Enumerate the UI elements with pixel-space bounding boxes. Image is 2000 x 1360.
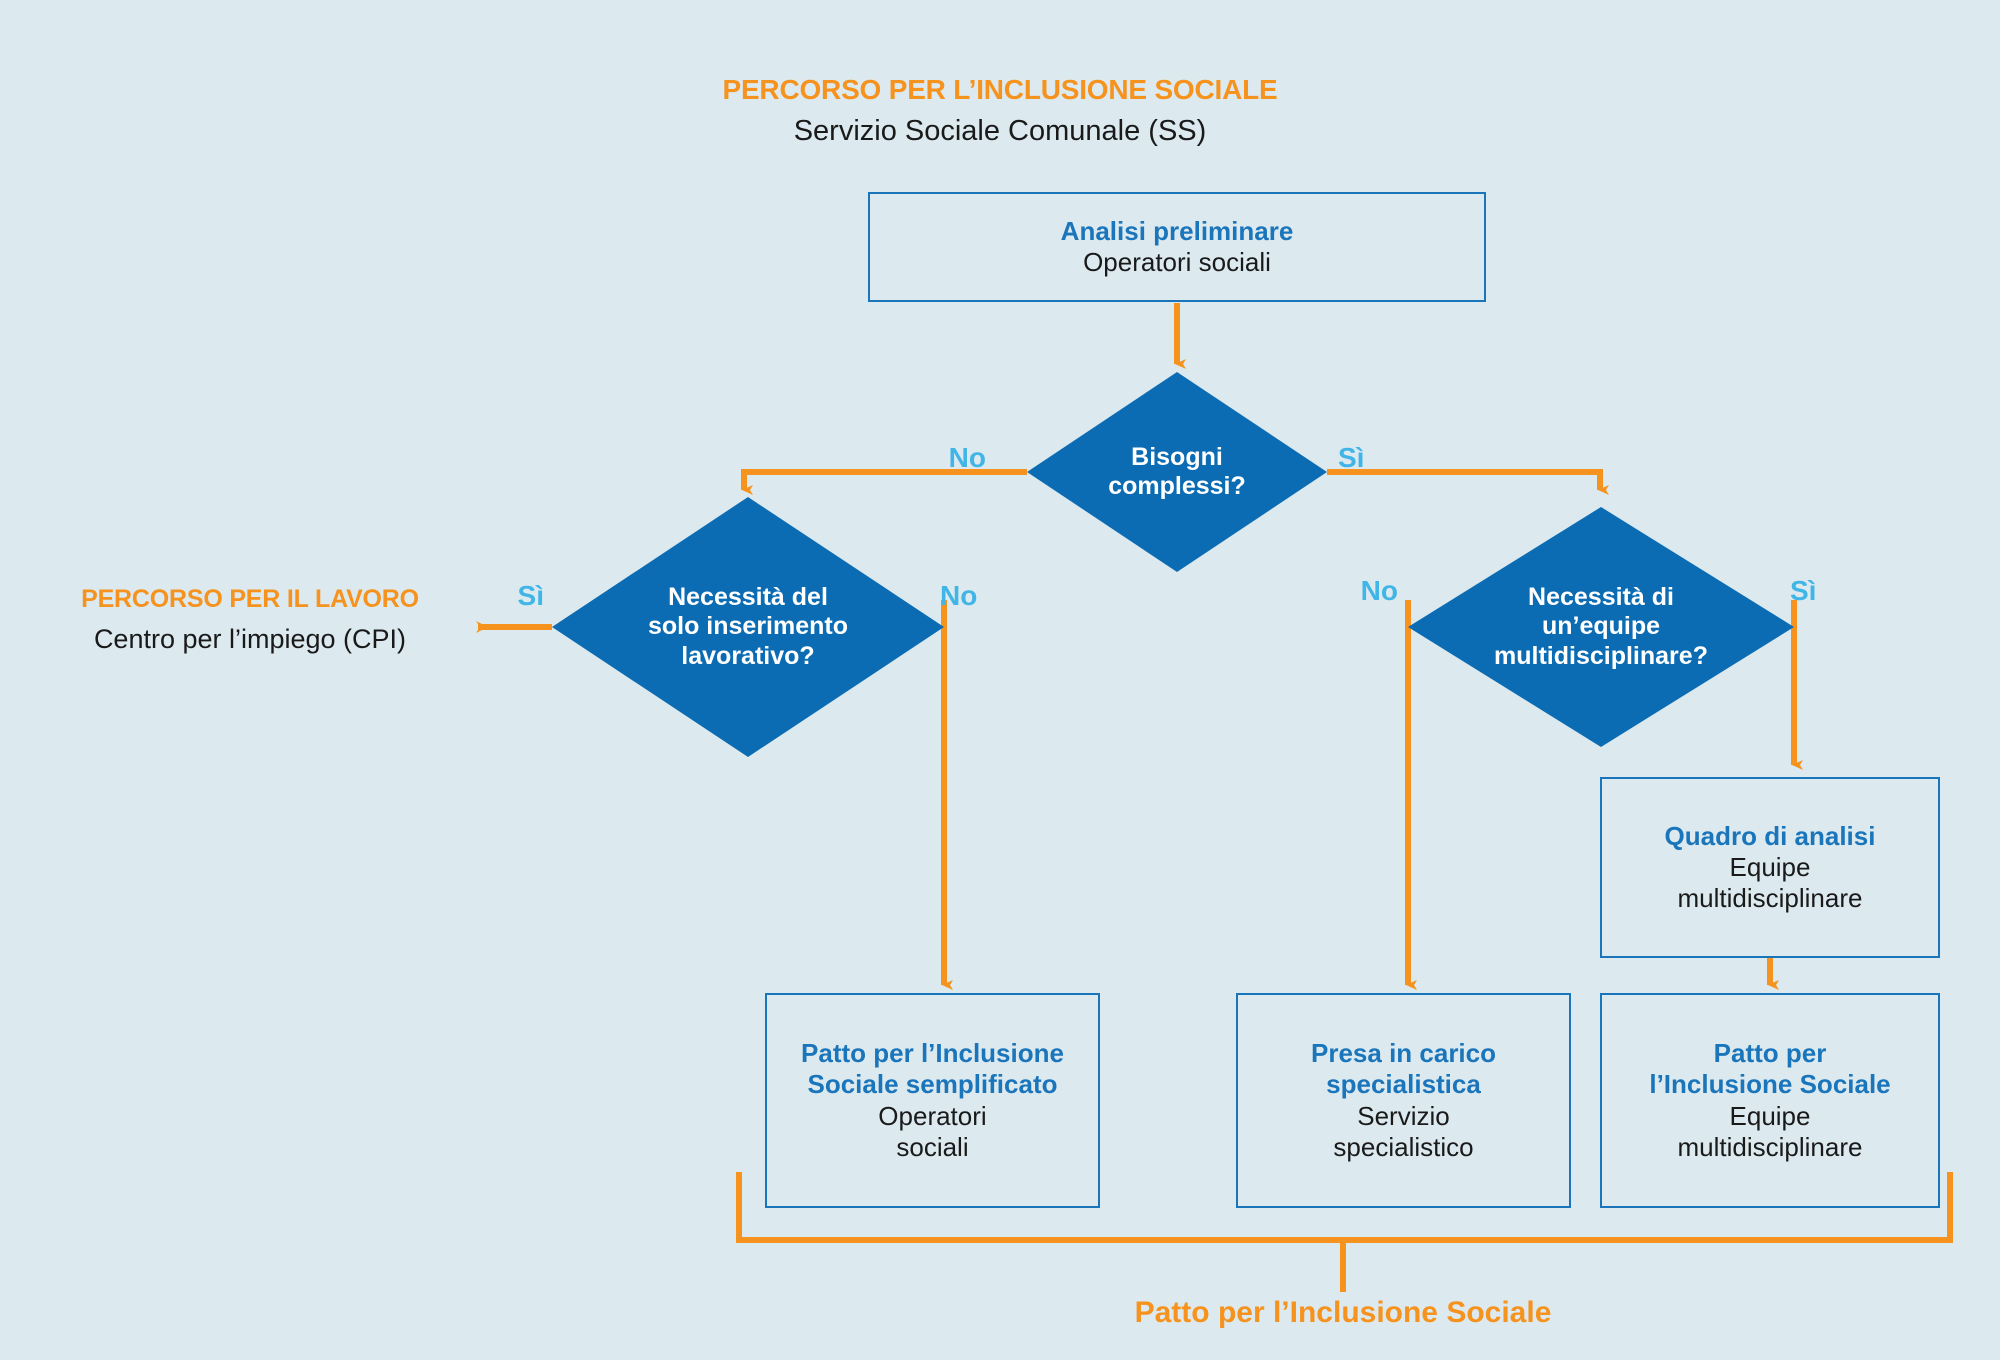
work-path-title: PERCORSO PER IL LAVORO xyxy=(81,585,419,613)
edge-label-bisogni-si: Sì xyxy=(1338,442,1365,473)
node-patto-equipe[interactable]: Patto per l’Inclusione Sociale Equipe mu… xyxy=(1600,993,1940,1208)
decision-label: Necessità di un’equipe multidisciplinare… xyxy=(1494,583,1708,670)
node-analisi-preliminare[interactable]: Analisi preliminare Operatori sociali xyxy=(868,192,1486,302)
page-subtitle: Servizio Sociale Comunale (SS) xyxy=(793,115,1207,147)
node-title: Quadro di analisi xyxy=(1664,820,1876,851)
node-presa-in-carico[interactable]: Presa in carico specialistica Servizio s… xyxy=(1236,993,1571,1208)
node-title: Analisi preliminare xyxy=(1060,215,1294,246)
bottom-bracket xyxy=(736,1172,1953,1292)
edge-bisogni-no xyxy=(741,469,1027,495)
decision-label: Bisogni complessi? xyxy=(1108,442,1246,500)
edge-label-inserimento-si: Sì xyxy=(517,580,544,611)
page-title: PERCORSO PER L’INCLUSIONE SOCIALE xyxy=(722,74,1278,105)
node-subtitle: Equipe multidisciplinare xyxy=(1677,851,1863,914)
work-path-subtitle: Centro per l’impiego (CPI) xyxy=(93,624,407,654)
node-title: Patto per l’Inclusione Sociale semplific… xyxy=(801,1038,1064,1100)
decision-inserimento-lavorativo[interactable]: Necessità del solo inserimento lavorativ… xyxy=(552,497,944,757)
node-subtitle: Operatori sociali xyxy=(878,1100,987,1162)
edge-label-inserimento-no: No xyxy=(940,580,978,611)
edge-label-bisogni-no: No xyxy=(948,442,986,473)
decision-equipe-multidisciplinare[interactable]: Necessità di un’equipe multidisciplinare… xyxy=(1408,507,1794,747)
edge-label-equipe-si: Sì xyxy=(1790,575,1817,606)
decision-label: Necessità del solo inserimento lavorativ… xyxy=(647,583,849,670)
decision-bisogni-complessi[interactable]: Bisogni complessi? xyxy=(1027,372,1327,572)
edge-label-equipe-no: No xyxy=(1360,575,1398,606)
node-title: Patto per l’Inclusione Sociale xyxy=(1649,1038,1891,1100)
node-title: Presa in carico specialistica xyxy=(1311,1038,1496,1100)
node-subtitle: Equipe multidisciplinare xyxy=(1677,1100,1863,1162)
node-patto-semplificato[interactable]: Patto per l’Inclusione Sociale semplific… xyxy=(765,993,1100,1208)
node-subtitle: Servizio specialistico xyxy=(1333,1100,1474,1162)
bottom-caption: Patto per l’Inclusione Sociale xyxy=(1134,1296,1552,1329)
node-quadro-di-analisi[interactable]: Quadro di analisi Equipe multidisciplina… xyxy=(1600,777,1940,958)
edge-bisogni-si xyxy=(1327,469,1609,495)
node-subtitle: Operatori sociali xyxy=(1083,247,1271,277)
